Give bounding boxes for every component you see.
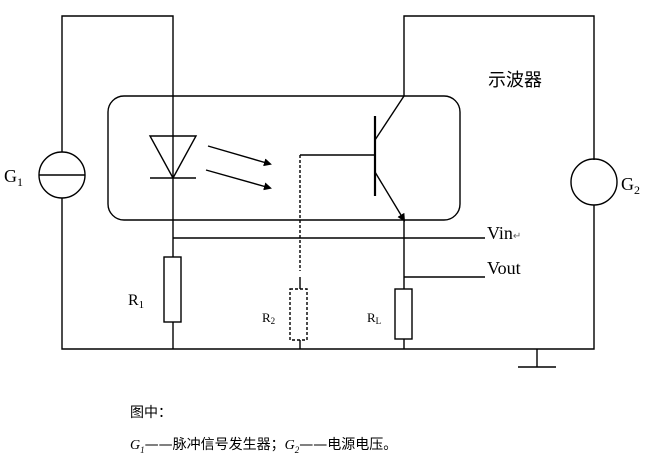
g2-wire-top [403,15,595,160]
vin-label: Vin↵ [487,223,521,243]
g1-label: G1 [4,166,23,189]
r2-label: R2 [262,310,275,326]
r2-resistor [289,288,308,341]
caption-g1-sub: 1 [140,444,145,455]
vout-label: Vout [487,258,521,278]
rl-label: RL [367,310,381,326]
g1-wire-bottom [61,198,173,350]
rl-resistor [394,288,413,340]
g2-source-symbol [570,158,618,206]
caption-g1-letter: G [130,438,141,453]
caption-g2-desc: ——电源电压。 [299,437,398,453]
optocoupler-box [107,95,461,221]
r1-resistor [163,256,182,323]
r1-label: R1 [128,292,144,311]
oscilloscope-label: 示波器 [488,70,542,91]
caption-g2: G2 [284,438,300,455]
g2-label: G2 [621,174,640,197]
caption-legend: G1——脉冲信号发生器；G2——电源电压。 [130,434,397,455]
caption-g2-letter: G [284,438,295,453]
g1-wire-top [61,15,174,152]
phototransistor-symbol [300,95,406,222]
caption-g1: G1 [130,438,145,455]
g1-source-symbol [38,151,86,199]
caption-g2-sub: 2 [294,444,300,455]
led-symbol [148,96,198,220]
g2-wire-bottom [404,205,595,350]
light-arrows [205,145,272,191]
ground-symbol [518,349,556,368]
caption-heading: 图中： [130,405,172,421]
caption-g1-desc: ——脉冲信号发生器； [144,437,285,453]
